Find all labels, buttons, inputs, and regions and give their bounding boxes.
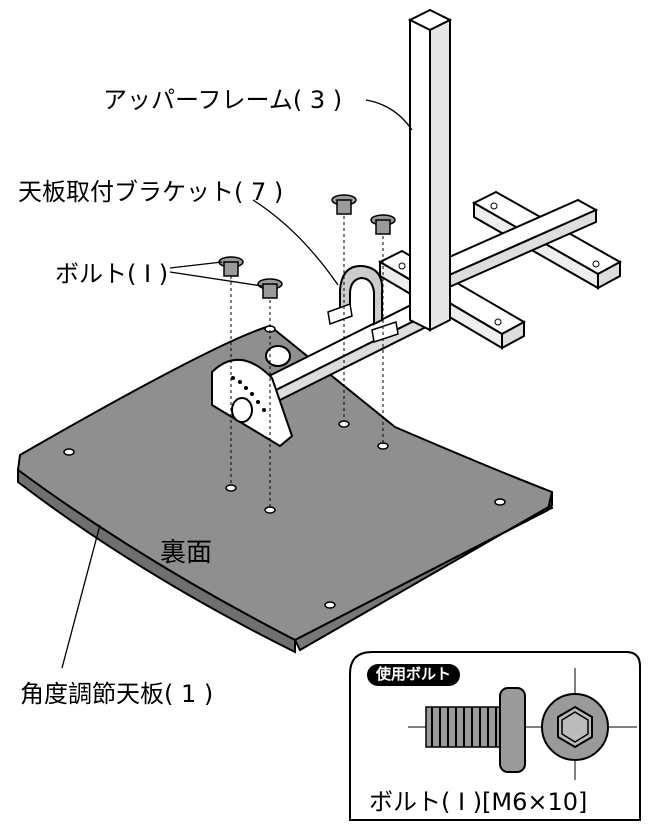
bolt-3 <box>331 194 357 215</box>
bolt-label: ボルト( I ) <box>55 260 169 288</box>
upper-frame-label: アッパーフレーム( 3 ) <box>103 86 343 114</box>
bolt-head-view <box>541 693 609 761</box>
bolt-used-tag: 使用ボルト <box>367 664 461 686</box>
bolt-2 <box>257 278 283 299</box>
tilt-top-label: 角度調節天板( 1 ) <box>20 680 214 708</box>
bolt-4 <box>370 214 396 235</box>
hinge-plate <box>211 345 294 448</box>
back-side-label: 裏面 <box>160 538 213 568</box>
upper-frame-column <box>407 8 453 332</box>
mounting-bracket <box>327 264 399 343</box>
tilt-top-board <box>16 324 554 654</box>
bracket-label: 天板取付ブラケット( 7 ) <box>18 178 284 206</box>
inset-box <box>349 651 641 821</box>
guide-lines <box>230 216 384 507</box>
leader-lines <box>61 99 413 669</box>
bolt-spec-caption: ボルト( I )[M6×10] <box>369 788 588 816</box>
bolt-1 <box>218 256 244 277</box>
bolt-side-view <box>425 687 526 773</box>
